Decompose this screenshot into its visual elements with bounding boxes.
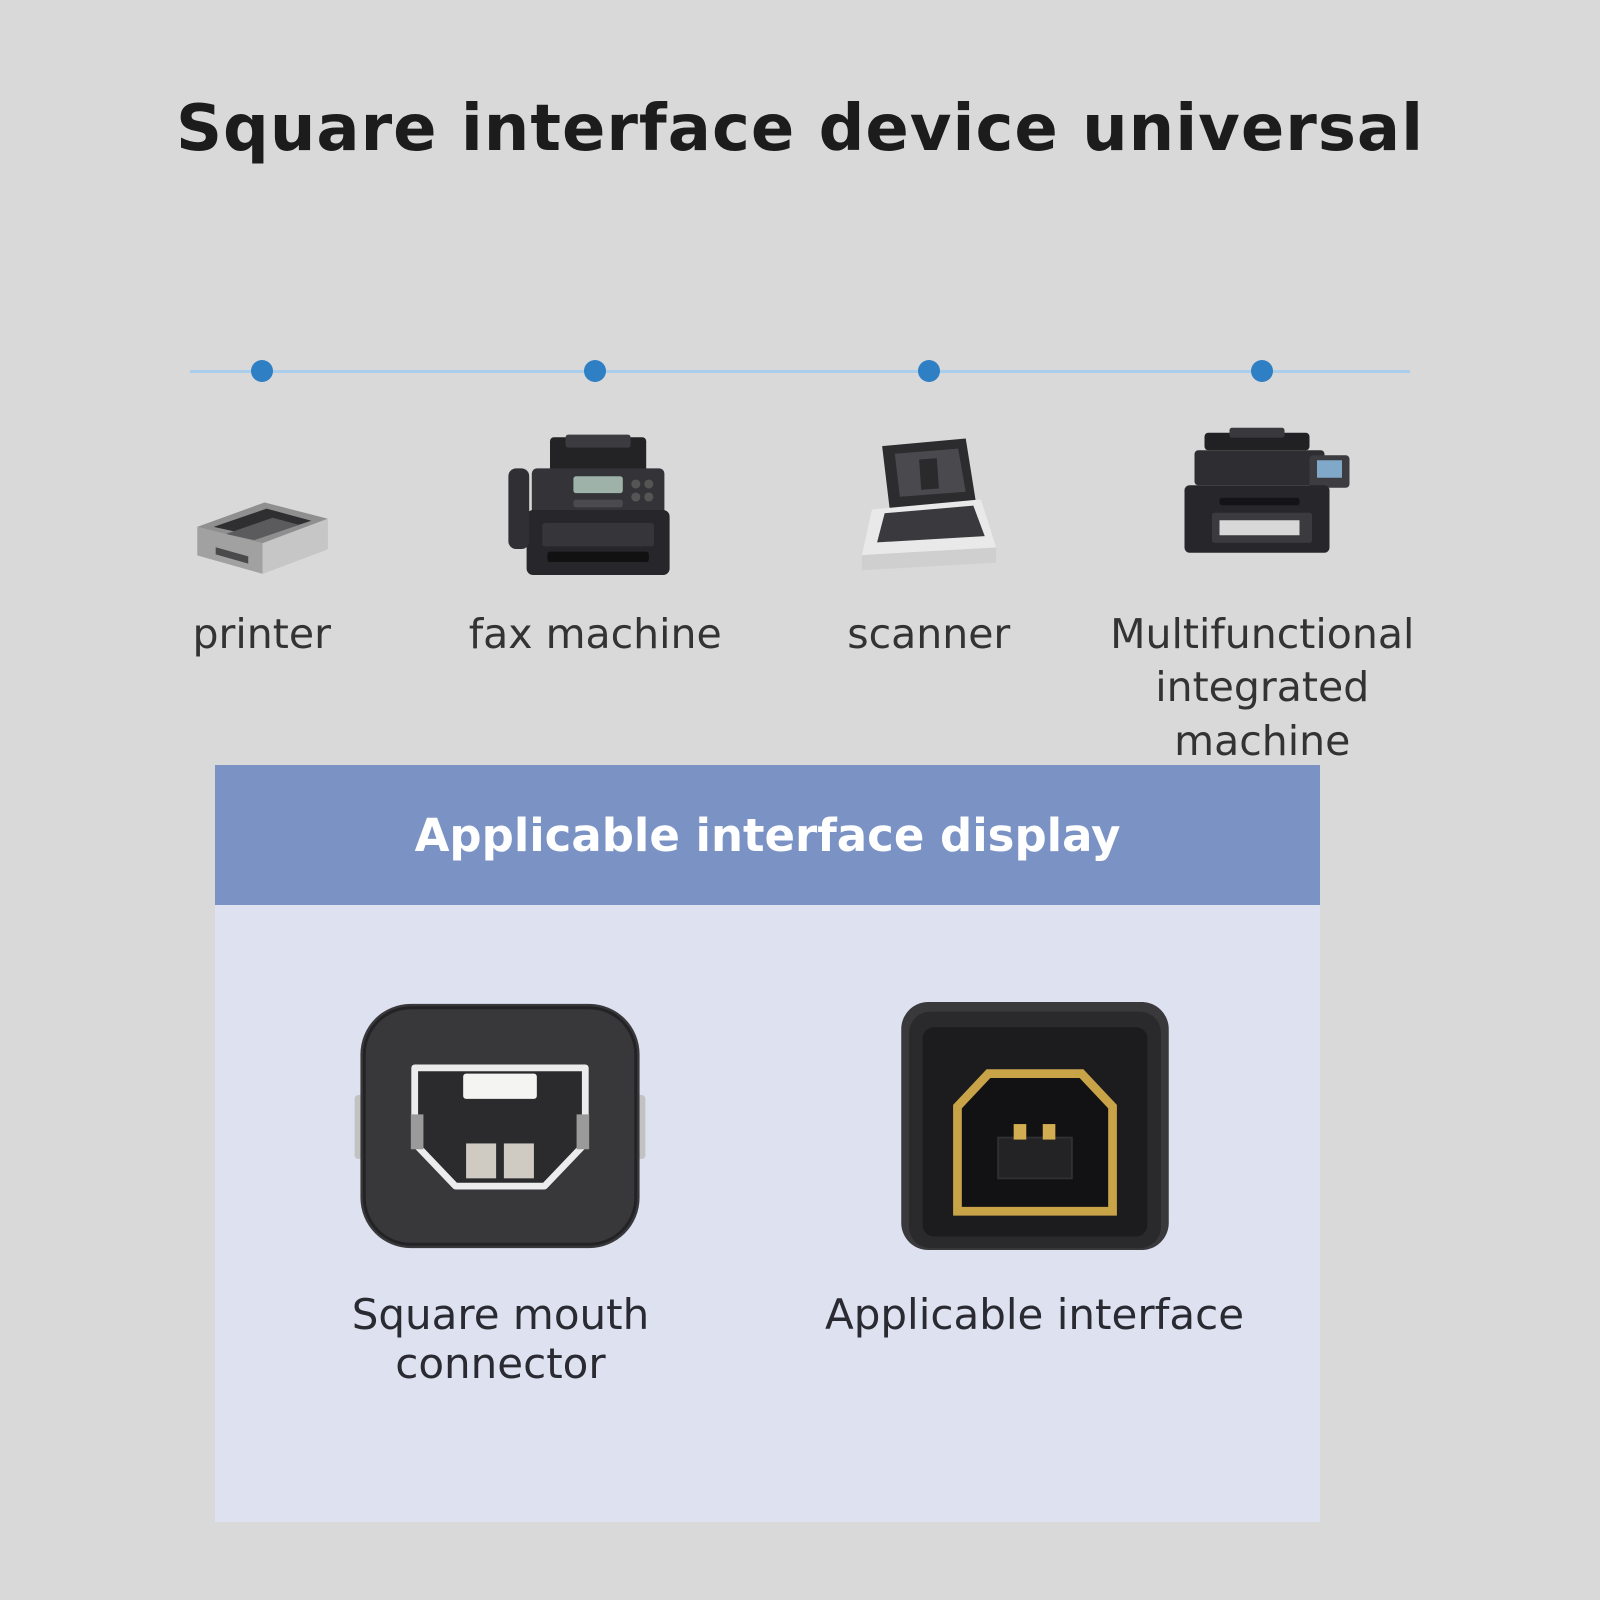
timeline-dot xyxy=(250,360,273,382)
printer-icon xyxy=(197,502,328,574)
interface-panel: Applicable interface display xyxy=(215,765,1320,1522)
timeline-dot xyxy=(1251,360,1274,382)
fax-machine-icon xyxy=(508,434,670,575)
iface-label: Square mouth connector xyxy=(351,1290,650,1388)
iface-label: Applicable interface xyxy=(825,1290,1245,1339)
usb-b-plug-icon xyxy=(355,1003,646,1249)
device-printer: printer xyxy=(95,360,429,768)
scanner-icon xyxy=(861,438,996,571)
device-label: scanner xyxy=(847,610,1011,658)
applicable-interface: Applicable interface xyxy=(786,1000,1283,1522)
scanner-image xyxy=(762,382,1096,594)
applicable-interface-image xyxy=(899,1000,1171,1252)
multifunctional-icon xyxy=(1184,427,1350,553)
usb-b-port-icon xyxy=(900,1001,1169,1251)
page-title: Square interface device universal xyxy=(175,92,1425,166)
timeline-dot xyxy=(917,360,940,382)
device-label: printer xyxy=(192,610,331,658)
printer-image xyxy=(95,382,429,594)
panel-header-title: Applicable interface display xyxy=(414,808,1121,862)
device-multifunctional: Multifunctional integrated machine xyxy=(1096,360,1430,768)
timeline-dot xyxy=(584,360,607,382)
device-scanner: scanner xyxy=(762,360,1096,768)
square-mouth-connector: Square mouth connector xyxy=(252,1000,749,1522)
panel-header: Applicable interface display xyxy=(215,765,1320,905)
device-label: Multifunctional integrated machine xyxy=(1110,610,1415,765)
timeline-line xyxy=(190,370,1410,373)
square-mouth-connector-image xyxy=(350,1000,650,1252)
device-fax-machine: fax machine xyxy=(429,360,763,768)
multifunctional-image xyxy=(1096,382,1430,594)
devices-row: printer xyxy=(95,360,1429,768)
panel-body: Square mouth connector Applicable interf… xyxy=(215,905,1320,1522)
device-label: fax machine xyxy=(468,610,722,658)
fax-machine-image xyxy=(429,382,763,594)
